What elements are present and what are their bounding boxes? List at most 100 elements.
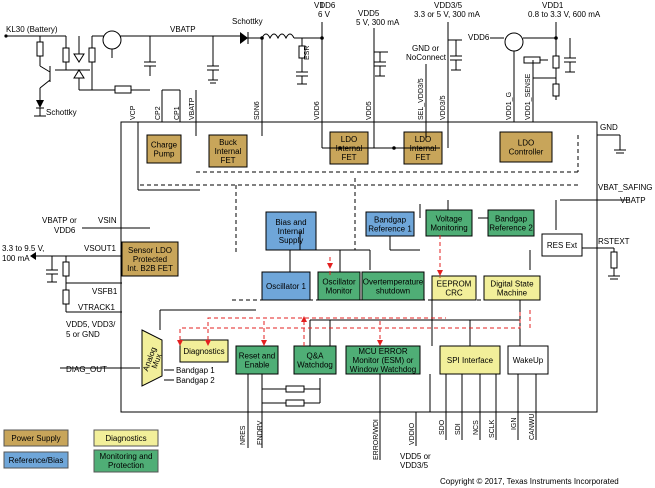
top-pins: VCP CP2 CP1 VBATP SDN6 VDD6 VDD5 SEL_VDD…: [130, 73, 532, 120]
ldo-controller-label: Controller: [509, 148, 544, 157]
left-pins: VBATP or VDD6 VSIN 3.3 to 9.5 V, 100 mA …: [2, 216, 150, 374]
schottky-top-label: Schottky: [232, 17, 263, 26]
analog-mux-block: Analog Mux: [141, 329, 163, 387]
voltage-monitoring-label: Monitoring: [430, 224, 467, 233]
ldo-fet-2-label: FET: [415, 153, 430, 162]
bias-supply-label: Bias and: [275, 218, 306, 227]
charge-pump-label: Charge: [151, 141, 178, 150]
pin-vbatp-right: VBATP: [620, 196, 646, 205]
pin-diag-out: DIAG_OUT: [66, 365, 107, 374]
legend-reference-bias: Reference/Bias: [9, 456, 64, 465]
overtemp-box: [361, 271, 425, 301]
pin-vddio: VDDIO: [409, 422, 416, 445]
esr-label: ESR: [304, 46, 311, 60]
legend-power-supply-swatch: [3, 429, 69, 447]
pin-canwu: CANWU: [529, 414, 536, 440]
vdd35-name: VDD3/5: [434, 1, 463, 10]
legend-diagnostics-swatch: [93, 429, 159, 447]
copyright: Copyright © 2017, Texas Instruments Inco…: [440, 477, 619, 486]
vdd5-value: 5 V, 300 mA: [356, 18, 400, 27]
pin-vbat-safing: VBAT_SAFING: [598, 183, 653, 192]
pin-sdo: SDO: [439, 419, 446, 435]
digital-state-machine-label: Machine: [497, 289, 528, 298]
oscillator-monitor-box: [317, 271, 361, 301]
pin-sclk: SCLK: [489, 419, 496, 438]
diagnostics-box: [179, 339, 229, 363]
legend-monitoring-2: Protection: [108, 461, 144, 470]
ldo-fet-1-label: LDO: [341, 135, 357, 144]
bias-supply-label: Internal: [278, 227, 305, 236]
bandgap-ref-2-box: [487, 209, 535, 237]
oscillator-1-label: Oscillator 1: [266, 282, 307, 291]
pin-cp2: CP2: [155, 106, 162, 120]
out-range-1: 3.3 to 9.5 V,: [2, 244, 44, 253]
ldo-controller-label: LDO: [518, 139, 534, 148]
vdd35-value: 3.3 or 5 V, 300 mA: [414, 10, 481, 19]
pin-error-wdi: ERROR/WDI: [373, 419, 380, 460]
wakeup-block: WakeUp: [507, 345, 549, 375]
internal-wiring: [137, 122, 579, 412]
wakeup-label: WakeUp: [513, 356, 544, 365]
pin-vdd6: VDD6: [314, 101, 321, 120]
pin-ign: IGN: [511, 418, 518, 430]
voltage-monitoring-box: [425, 209, 473, 237]
qa-watchdog-box: [293, 345, 337, 375]
pin-vsfb1: VSFB1: [92, 287, 118, 296]
ldo-fet-2-label: LDO: [415, 135, 431, 144]
buck-fet-label: Internal: [215, 147, 242, 156]
arrow-left-icon: [30, 252, 36, 260]
res-ext-box: [541, 233, 583, 257]
oscillator-1-block: Oscillator 1: [261, 271, 311, 301]
schottky-top-diode-icon: [240, 32, 248, 44]
digital-state-machine-box: [483, 275, 541, 301]
diagnostics-block: Diagnostics: [179, 339, 229, 363]
oscillator-monitor-label: Monitor: [326, 287, 353, 296]
pin-sdn6: SDN6: [254, 101, 261, 120]
wakeup-box: [507, 345, 549, 375]
bottom-pins: NRES ENDRV ERROR/WDI VDDIO SDO SDI NCS S…: [240, 412, 537, 470]
charge-pump-label: Pump: [154, 150, 175, 159]
pin-ncs: NCS: [473, 420, 480, 435]
res-ext-label: RES Ext: [547, 241, 578, 250]
reset-enable-label: Reset and: [239, 352, 275, 361]
pin-vcp: VCP: [130, 105, 137, 120]
inductor-icon: [261, 33, 295, 40]
schottky-left-diode-icon: [36, 100, 44, 108]
kl30-label: KL30 (Battery): [6, 25, 58, 34]
pin-vdd1-sense: VDD1_SENSE: [525, 73, 532, 120]
mcu-error-box: [345, 345, 421, 375]
pin-vdd5: VDD5: [366, 101, 373, 120]
res-ext-block: RES Ext: [541, 233, 583, 257]
schottky-left-label: Schottky: [46, 108, 77, 117]
mosfet-icon: [102, 30, 122, 50]
battery-input-circuit: KL30 (Battery) Schottky: [4, 25, 240, 117]
mcu-error-label: MCU ERROR: [358, 347, 408, 356]
eeprom-crc-box: [431, 275, 477, 301]
vbatp-or-vdd6-1: VBATP or: [42, 216, 77, 225]
qa-watchdog-label: Q&A: [307, 352, 325, 361]
pin-endrv: ENDRV: [257, 420, 264, 445]
diagnostics-label: Diagnostics: [183, 347, 224, 356]
pin-gnd: GND: [600, 123, 618, 132]
qa-watchdog-label: Watchdog: [297, 361, 333, 370]
overtemp-label: shutdown: [376, 287, 410, 296]
bandgap-ref-2-label: Bandgap: [495, 215, 528, 224]
spi-interface-block: SPI Interface: [439, 345, 501, 375]
buck-fet-box: [208, 134, 248, 168]
eeprom-crc-label: CRC: [445, 289, 463, 298]
pin-nres: NRES: [240, 425, 247, 445]
sensor-ldo-label: Protected: [133, 255, 167, 264]
vdd6-value: 6 V: [318, 10, 331, 19]
vdd1-rail: VDD1 0.8 to 3.3 V, 600 mA VDD6: [468, 1, 601, 122]
pin-sel-vdd35: SEL_VDD3/5: [418, 78, 425, 120]
bias-supply-label: Supply: [279, 236, 303, 245]
spi-interface-box: [439, 345, 501, 375]
